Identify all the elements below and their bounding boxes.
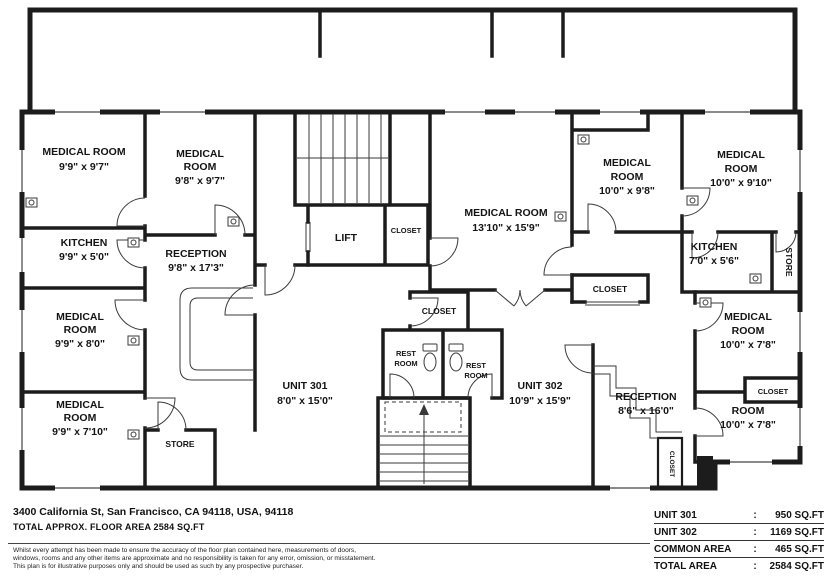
room-label-medical-c2: MEDICAL xyxy=(176,148,224,160)
row-separator: : xyxy=(753,543,757,555)
room-label-reception-left: RECEPTION xyxy=(165,248,226,260)
interior-walls xyxy=(20,110,802,490)
property-address: 3400 California St, San Francisco, CA 94… xyxy=(13,506,294,518)
room-label-medical-r3: ROOM xyxy=(732,325,765,337)
room-dims-medical-big: 13'10" x 15'9" xyxy=(472,222,540,234)
footer-divider xyxy=(8,543,650,544)
room-label-kitchen-right: KITCHEN xyxy=(691,241,738,253)
room-label-kitchen-left: KITCHEN xyxy=(61,237,108,249)
room-label-medical-r2: ROOM xyxy=(725,163,758,175)
unit-302-dims: 10'9" x 15'9" xyxy=(509,395,571,407)
reception-desk-left xyxy=(179,287,253,381)
room-dims-medical-tl: 9'9" x 9'7" xyxy=(59,161,109,173)
row-separator: : xyxy=(753,509,757,521)
room-label-lift: LIFT xyxy=(335,232,358,244)
room-dims-medical-c2: 9'8" x 9'7" xyxy=(175,175,225,187)
room-labels: MEDICAL ROOM 9'9" x 9'7" MEDICAL ROOM 9'… xyxy=(42,146,794,477)
door-swings xyxy=(114,187,797,437)
room-label-closet-lift: CLOSET xyxy=(391,226,422,235)
table-row: TOTAL AREA : 2584 SQ.FT xyxy=(654,558,824,574)
row-label: COMMON AREA xyxy=(654,543,732,555)
toilet-icon xyxy=(422,343,438,372)
unit-302-label: UNIT 302 xyxy=(518,380,563,392)
total-floor-area-line: TOTAL APPROX. FLOOR AREA 2584 SQ.FT xyxy=(13,522,205,532)
room-label-restroom-1: ROOM xyxy=(394,359,417,368)
unit-301-dims: 8'0" x 15'0" xyxy=(277,395,333,407)
row-value: 2584 SQ.FT xyxy=(769,560,824,572)
stair-direction-arrow xyxy=(419,404,429,415)
room-dims-medical-r1: 10'0" x 9'8" xyxy=(599,185,655,197)
room-label-medical-l3: MEDICAL xyxy=(56,311,104,323)
disclaimer-line-2: windows, rooms and any other items are a… xyxy=(13,555,376,562)
table-row: COMMON AREA : 465 SQ.FT xyxy=(654,541,824,558)
room-dims-medical-l4: 9'9" x 7'10" xyxy=(52,426,108,438)
staircase-upper xyxy=(297,114,388,203)
room-label-closet-br: CLOSET xyxy=(758,387,789,396)
room-label-medical-tl: MEDICAL ROOM xyxy=(42,146,125,158)
room-label-medical-big: MEDICAL ROOM xyxy=(464,207,547,219)
table-row: UNIT 301 : 950 SQ.FT xyxy=(654,507,824,524)
room-dims-medical-r2: 10'0" x 9'10" xyxy=(710,177,772,189)
room-label-medical-l4: MEDICAL xyxy=(56,399,104,411)
room-label-restroom-1: REST xyxy=(396,349,416,358)
area-summary-table: UNIT 301 : 950 SQ.FT UNIT 302 : 1169 SQ.… xyxy=(654,507,824,574)
room-label-closet-bottom: CLOSET xyxy=(668,451,675,477)
table-row: UNIT 302 : 1169 SQ.FT xyxy=(654,524,824,541)
unit-301-label: UNIT 301 xyxy=(283,380,328,392)
row-label: UNIT 302 xyxy=(654,526,697,538)
room-label-closet-u302: CLOSET xyxy=(593,284,628,294)
room-label-medical-l3: ROOM xyxy=(64,324,97,336)
room-label-room-br: ROOM xyxy=(732,405,765,417)
room-dims-medical-l3: 9'9" x 8'0" xyxy=(55,338,105,350)
room-label-medical-r2: MEDICAL xyxy=(717,149,765,161)
floor-plan-canvas: MEDICAL ROOM 9'9" x 9'7" MEDICAL ROOM 9'… xyxy=(18,7,804,492)
exterior-walls xyxy=(19,7,803,491)
disclaimer-text: Whilst every attempt has been made to en… xyxy=(13,547,375,571)
row-value: 1169 SQ.FT xyxy=(770,526,824,538)
room-dims-reception-right: 8'6" x 16'0" xyxy=(618,405,674,417)
room-label-restroom-2: ROOM xyxy=(464,371,487,380)
sink-icons xyxy=(25,134,762,440)
room-label-restroom-2: REST xyxy=(466,361,486,370)
room-label-medical-r1: MEDICAL xyxy=(603,157,651,169)
room-dims-medical-r3: 10'0" x 7'8" xyxy=(720,339,776,351)
room-label-medical-c2: ROOM xyxy=(184,161,217,173)
room-label-store-right: STORE xyxy=(784,247,794,276)
room-dims-reception-left: 9'8" x 17'3" xyxy=(168,262,224,274)
room-label-closet-mid: CLOSET xyxy=(422,306,457,316)
row-separator: : xyxy=(753,560,757,572)
row-value: 950 SQ.FT xyxy=(775,509,824,521)
room-label-reception-right: RECEPTION xyxy=(615,391,676,403)
row-label: UNIT 301 xyxy=(654,509,697,521)
disclaimer-line-1: Whilst every attempt has been made to en… xyxy=(13,547,357,554)
room-label-medical-r1: ROOM xyxy=(611,171,644,183)
disclaimer-line-3: This plan is for illustrative purposes o… xyxy=(13,563,304,570)
room-dims-kitchen-right: 7'0" x 5'6" xyxy=(689,255,739,267)
row-separator: : xyxy=(753,526,757,538)
staircase-lower xyxy=(380,401,468,484)
room-dims-kitchen-left: 9'9" x 5'0" xyxy=(59,251,109,263)
reception-desk-right xyxy=(593,365,682,439)
toilet-icon xyxy=(448,343,464,372)
row-value: 465 SQ.FT xyxy=(775,543,824,555)
room-label-medical-r3: MEDICAL xyxy=(724,311,772,323)
room-label-medical-l4: ROOM xyxy=(64,412,97,424)
row-label: TOTAL AREA xyxy=(654,560,717,572)
room-dims-room-br: 10'0" x 7'8" xyxy=(720,419,776,431)
room-label-store-left: STORE xyxy=(165,439,194,449)
windows xyxy=(18,108,804,492)
